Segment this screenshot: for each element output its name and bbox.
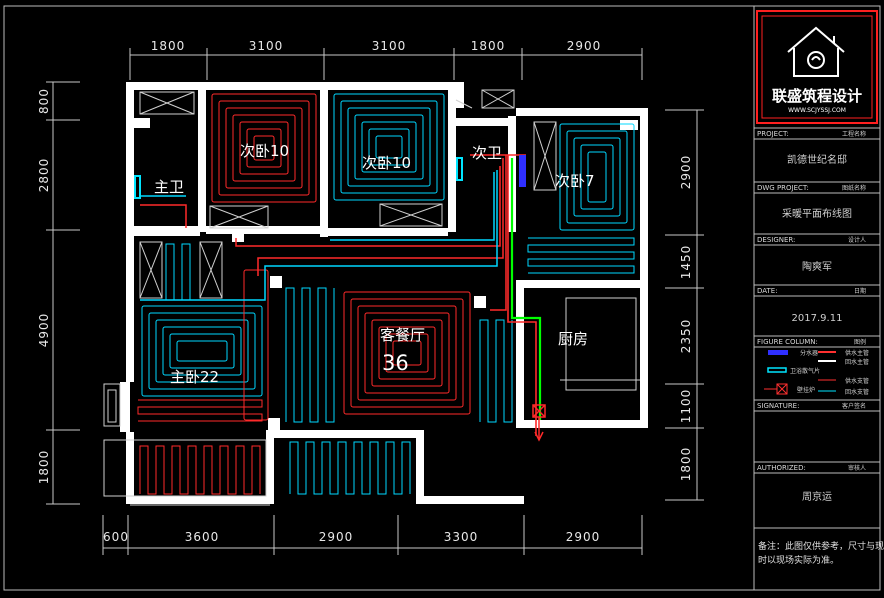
dimension-bottom xyxy=(102,515,643,555)
coil-master-lower xyxy=(137,399,263,422)
coil-bedroom-b xyxy=(333,93,445,201)
room-area-living: 36 xyxy=(382,351,409,375)
figure-label-cn: 图例 xyxy=(854,338,866,346)
dim-right-4: 1100 xyxy=(679,389,693,424)
dim-top-4: 1800 xyxy=(471,39,506,53)
dim-left-4: 1800 xyxy=(37,450,51,485)
walls xyxy=(120,82,648,504)
manifold xyxy=(519,155,526,187)
legend-radiator-label: 卫浴散气片 xyxy=(790,367,820,375)
legend-manifold-label: 分水器 xyxy=(800,349,818,357)
project-label-cn: 工程名称 xyxy=(842,130,866,138)
heating-coils xyxy=(137,93,635,495)
coil-bedroom-c xyxy=(559,123,635,231)
house-logo-icon xyxy=(787,26,845,77)
authorized-label: AUTHORIZED: xyxy=(757,464,806,472)
dim-left-1: 800 xyxy=(37,88,51,114)
logo-frame-outer xyxy=(756,10,878,124)
dim-left-2: 2800 xyxy=(37,158,51,193)
authorized-name: 周京运 xyxy=(802,490,832,503)
coil-bedroom-c-lower xyxy=(527,237,635,274)
coil-living-right xyxy=(479,319,513,423)
logo-title: 联盛筑程设计 xyxy=(772,87,862,105)
figure-label: FIGURE COLUMN: xyxy=(757,338,818,346)
legend-supply-branch-label: 供水支管 xyxy=(845,377,869,385)
dimension-right xyxy=(665,109,704,501)
room-label-second-bath: 次卫 xyxy=(472,144,502,162)
boiler-return-pipe xyxy=(507,155,537,436)
wall-boiler xyxy=(532,404,546,442)
coil-living-left xyxy=(285,287,335,423)
legend-boiler-icon xyxy=(764,383,788,395)
towel-radiator-second-bath xyxy=(456,157,463,181)
dim-right-1: 2900 xyxy=(679,155,693,190)
dim-left-3: 4900 xyxy=(37,313,51,348)
room-label-bedroom-a: 次卧10 xyxy=(240,142,289,160)
coil-bedroom-a xyxy=(211,93,317,203)
dwg-label: DWG PROJECT: xyxy=(757,184,809,192)
room-label-living: 客餐厅 xyxy=(380,326,425,344)
designer-name: 陶爽军 xyxy=(802,260,832,273)
dim-top-5: 2900 xyxy=(567,39,602,53)
legend-return-branch-label: 回水支管 xyxy=(845,388,869,396)
legend-manifold-swatch xyxy=(768,350,788,355)
legend-return-main-label: 回水主管 xyxy=(845,358,869,366)
logo-url: WWW.SCJYSSJ.COM xyxy=(788,107,846,114)
room-label-bedroom-c: 次卧7 xyxy=(555,172,595,190)
project-name: 凯德世纪名邸 xyxy=(787,153,847,166)
dim-bottom-5: 2900 xyxy=(566,530,601,544)
dim-bottom-4: 3300 xyxy=(444,530,479,544)
legend-radiator-swatch xyxy=(767,367,787,373)
dimension-top xyxy=(129,48,643,80)
dim-right-3: 2350 xyxy=(679,319,693,354)
supply-mains xyxy=(140,155,507,311)
signature-label-cn: 客户签名 xyxy=(842,402,866,410)
dim-bottom-3: 2900 xyxy=(319,530,354,544)
drawing-frame xyxy=(3,5,881,591)
note-line-2: 时以现场实际为准。 xyxy=(758,554,839,566)
coil-bottom-left xyxy=(139,445,261,495)
project-label: PROJECT: xyxy=(757,130,789,138)
dim-top-2: 3100 xyxy=(249,39,284,53)
coil-side-hall xyxy=(243,269,269,421)
authorized-label-cn: 审核人 xyxy=(848,464,866,472)
dwg-label-cn: 图纸名称 xyxy=(842,184,866,192)
towel-radiator-master-bath xyxy=(134,175,141,199)
coil-bottom-center xyxy=(289,441,411,495)
dimension-left xyxy=(46,81,80,505)
room-label-bedroom-b: 次卧10 xyxy=(362,154,411,172)
boiler-main-pipe xyxy=(510,158,542,420)
fixtures xyxy=(103,89,640,506)
dim-bottom-1: 600 xyxy=(103,530,129,544)
dim-top-1: 1800 xyxy=(151,39,186,53)
legend-boiler-label: 壁挂炉 xyxy=(797,386,815,394)
designer-label: DESIGNER: xyxy=(757,236,795,244)
coil-master-upper xyxy=(165,243,191,301)
coil-living-center xyxy=(343,291,471,415)
signature-label: SIGNATURE: xyxy=(757,402,799,410)
drawing-name: 采暖平面布线图 xyxy=(782,207,852,220)
coil-master-bedroom xyxy=(141,305,263,397)
dim-bottom-2: 3600 xyxy=(185,530,220,544)
room-label-kitchen: 厨房 xyxy=(558,330,588,348)
date-label-cn: 日期 xyxy=(854,287,866,295)
logo-frame-inner xyxy=(761,15,873,119)
legend-supply-main-label: 供水主管 xyxy=(845,349,869,357)
dim-right-2: 1450 xyxy=(679,245,693,280)
designer-label-cn: 设计人 xyxy=(848,236,866,244)
date-label: DATE: xyxy=(757,287,778,295)
dim-right-5: 1800 xyxy=(679,447,693,482)
note-line-1: 备注：此图仅供参考，尺寸与现场不符 xyxy=(758,540,884,552)
date-value: 2017.9.11 xyxy=(792,313,843,324)
room-label-master-bath: 主卫 xyxy=(154,178,184,196)
dim-top-3: 3100 xyxy=(372,39,407,53)
room-label-master-bedroom: 主卧22 xyxy=(170,368,219,386)
title-block: 联盛筑程设计 WWW.SCJYSSJ.COM PROJECT: 工程名称 凯德世… xyxy=(754,10,884,566)
